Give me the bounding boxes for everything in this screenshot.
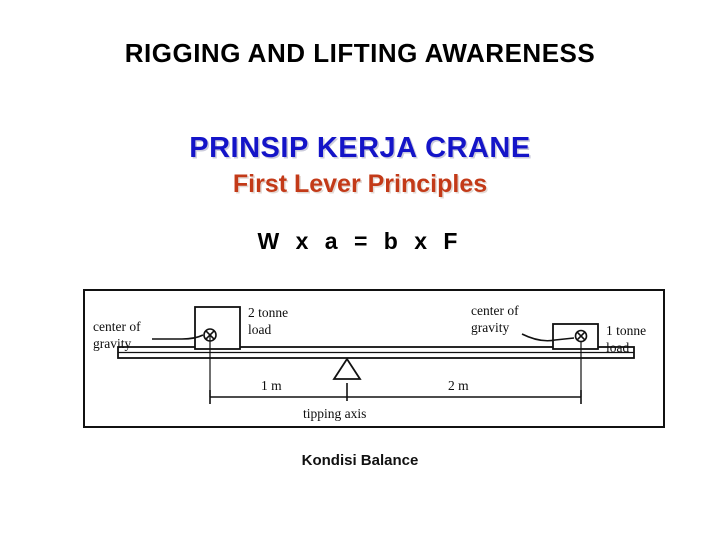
right-load-label-line2: load bbox=[606, 340, 629, 355]
left-load-label-line1: 2 tonne bbox=[248, 305, 288, 320]
page-title: RIGGING AND LIFTING AWARENESS bbox=[124, 38, 596, 68]
subtitle-sub: First Lever Principles bbox=[232, 170, 488, 198]
diagram-caption: Kondisi Balance bbox=[301, 452, 419, 469]
left-load-label-line2: load bbox=[248, 322, 271, 337]
right-cog-label-line1: center of bbox=[471, 303, 519, 318]
right-cog-icon bbox=[574, 329, 588, 343]
right-cog-label-line2: gravity bbox=[471, 320, 509, 335]
left-cog-label-line1: center of bbox=[93, 319, 141, 334]
subtitle-main: PRINSIP KERJA CRANE bbox=[189, 132, 531, 164]
left-load-box bbox=[194, 306, 241, 350]
left-cog-leader-line bbox=[152, 334, 204, 340]
fulcrum-triangle-icon bbox=[332, 357, 362, 380]
left-dimension-label: 1 m bbox=[261, 378, 282, 393]
formula-text: W x a = b x F bbox=[257, 228, 463, 254]
lever-diagram: center of gravity 2 tonne load center of… bbox=[93, 303, 646, 421]
right-load-label-line1: 1 tonne bbox=[606, 323, 646, 338]
lever-diagram-frame: center of gravity 2 tonne load center of… bbox=[83, 289, 665, 428]
left-cog-label-line2: gravity bbox=[93, 336, 131, 351]
fulcrum-label: tipping axis bbox=[303, 406, 366, 421]
right-dimension-label: 2 m bbox=[448, 378, 469, 393]
right-cog-leader-line bbox=[521, 333, 575, 342]
